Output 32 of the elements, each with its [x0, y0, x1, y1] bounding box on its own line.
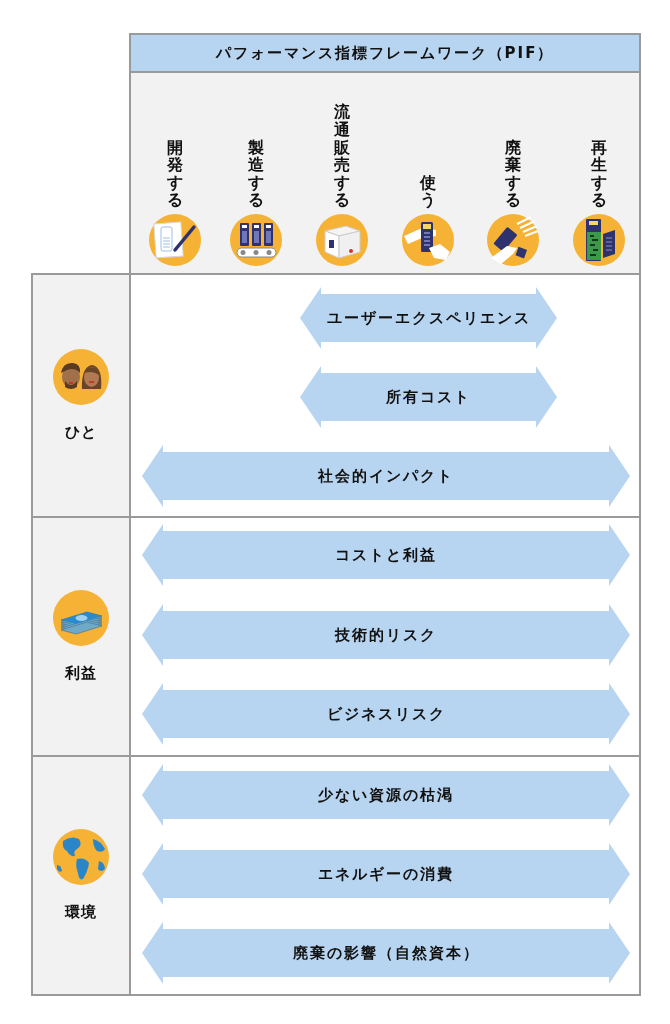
- metric-label: 廃棄の影響（自然資本）: [292, 943, 480, 963]
- category-label: 利益: [65, 664, 97, 683]
- metric-label: ユーザーエクスペリエンス: [326, 308, 531, 328]
- category-cell: [31, 273, 131, 518]
- span-banner: [142, 764, 630, 826]
- header-band: [129, 33, 641, 73]
- span-banner: [142, 922, 630, 984]
- framework-title: パフォーマンス指標フレームワーク（PIF）: [215, 43, 555, 63]
- span-banner: [300, 287, 557, 349]
- category-label: ひと: [65, 423, 97, 442]
- span-banner: [300, 366, 557, 428]
- metric-label: エネルギーの消費: [318, 864, 454, 884]
- stage-label: 製造する: [248, 138, 264, 209]
- category-label: 環境: [65, 903, 97, 922]
- span-banner: [142, 683, 630, 745]
- stage-label: 開発する: [167, 138, 183, 209]
- metric-label: 所有コスト: [386, 387, 471, 407]
- span-banner: [142, 843, 630, 905]
- stage-label: 流通販売する: [334, 103, 350, 209]
- category-cell: [31, 755, 131, 996]
- metric-label: 技術的リスク: [335, 625, 437, 645]
- metric-label: ビジネスリスク: [326, 704, 446, 724]
- span-banner: [142, 604, 630, 666]
- stage-label: 使う: [420, 173, 436, 209]
- metric-label: コストと利益: [335, 545, 437, 565]
- metric-label: 少ない資源の枯渇: [318, 785, 454, 805]
- stage-label: 再生する: [591, 138, 607, 209]
- category-cell: [31, 516, 131, 757]
- span-banner: [142, 524, 630, 586]
- span-banner: [142, 445, 630, 507]
- stage-label: 廃棄する: [505, 138, 521, 209]
- metric-label: 社会的インパクト: [318, 466, 454, 486]
